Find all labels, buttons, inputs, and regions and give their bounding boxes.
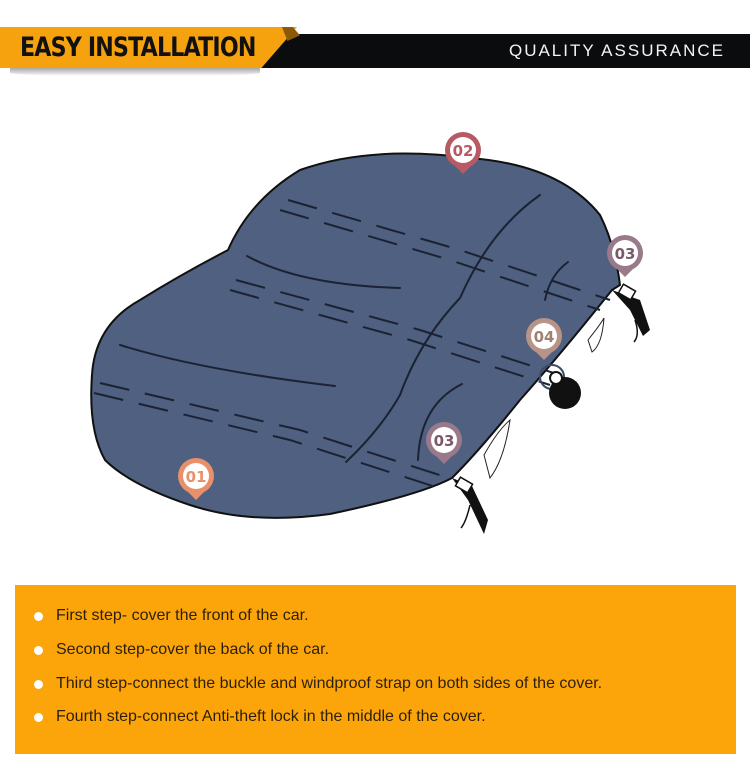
step-item-1: First step- cover the front of the car. bbox=[15, 601, 309, 631]
step-item-4: Fourth step-connect Anti-theft lock in t… bbox=[15, 702, 486, 732]
marker-03-side-icon: 03 bbox=[426, 422, 462, 464]
marker-04-icon: 04 bbox=[526, 318, 562, 360]
bullet-icon bbox=[34, 611, 43, 621]
svg-text:03: 03 bbox=[615, 245, 636, 263]
bullet-icon bbox=[34, 645, 43, 655]
car-cover-diagram: 01 02 03 04 03 bbox=[0, 110, 750, 550]
header-black-bar bbox=[245, 34, 750, 68]
step-text: Fourth step-connect Anti-theft lock in t… bbox=[56, 708, 486, 725]
easy-installation-title: EASY INSTALLATION bbox=[20, 32, 256, 63]
step-item-2: Second step-cover the back of the car. bbox=[15, 635, 329, 665]
svg-text:02: 02 bbox=[453, 142, 474, 160]
lock-icon bbox=[539, 364, 581, 409]
strap-icon-side bbox=[452, 476, 488, 534]
marker-03-rear-icon: 03 bbox=[607, 235, 643, 277]
svg-text:04: 04 bbox=[534, 328, 555, 346]
svg-text:01: 01 bbox=[186, 468, 207, 486]
step-item-3: Third step-connect the buckle and windpr… bbox=[15, 669, 602, 699]
marker-01-icon: 01 bbox=[178, 458, 214, 500]
header-shadow bbox=[10, 68, 260, 76]
quality-assurance-title: QUALITY ASSURANCE bbox=[508, 41, 725, 60]
strap-icon-rear bbox=[612, 283, 650, 343]
marker-02-icon: 02 bbox=[445, 132, 481, 174]
bullet-icon bbox=[34, 679, 43, 689]
step-text: Second step-cover the back of the car. bbox=[56, 641, 330, 658]
header-orange-ribbon bbox=[0, 27, 297, 68]
step-text: Third step-connect the buckle and windpr… bbox=[56, 675, 603, 692]
bullet-icon bbox=[34, 712, 43, 722]
header-banner: EASY INSTALLATION QUALITY ASSURANCE bbox=[0, 0, 750, 80]
car-cover-shape bbox=[90, 152, 622, 519]
svg-text:03: 03 bbox=[434, 432, 455, 450]
installation-steps-box: First step- cover the front of the car. … bbox=[15, 585, 736, 754]
step-text: First step- cover the front of the car. bbox=[56, 607, 309, 624]
